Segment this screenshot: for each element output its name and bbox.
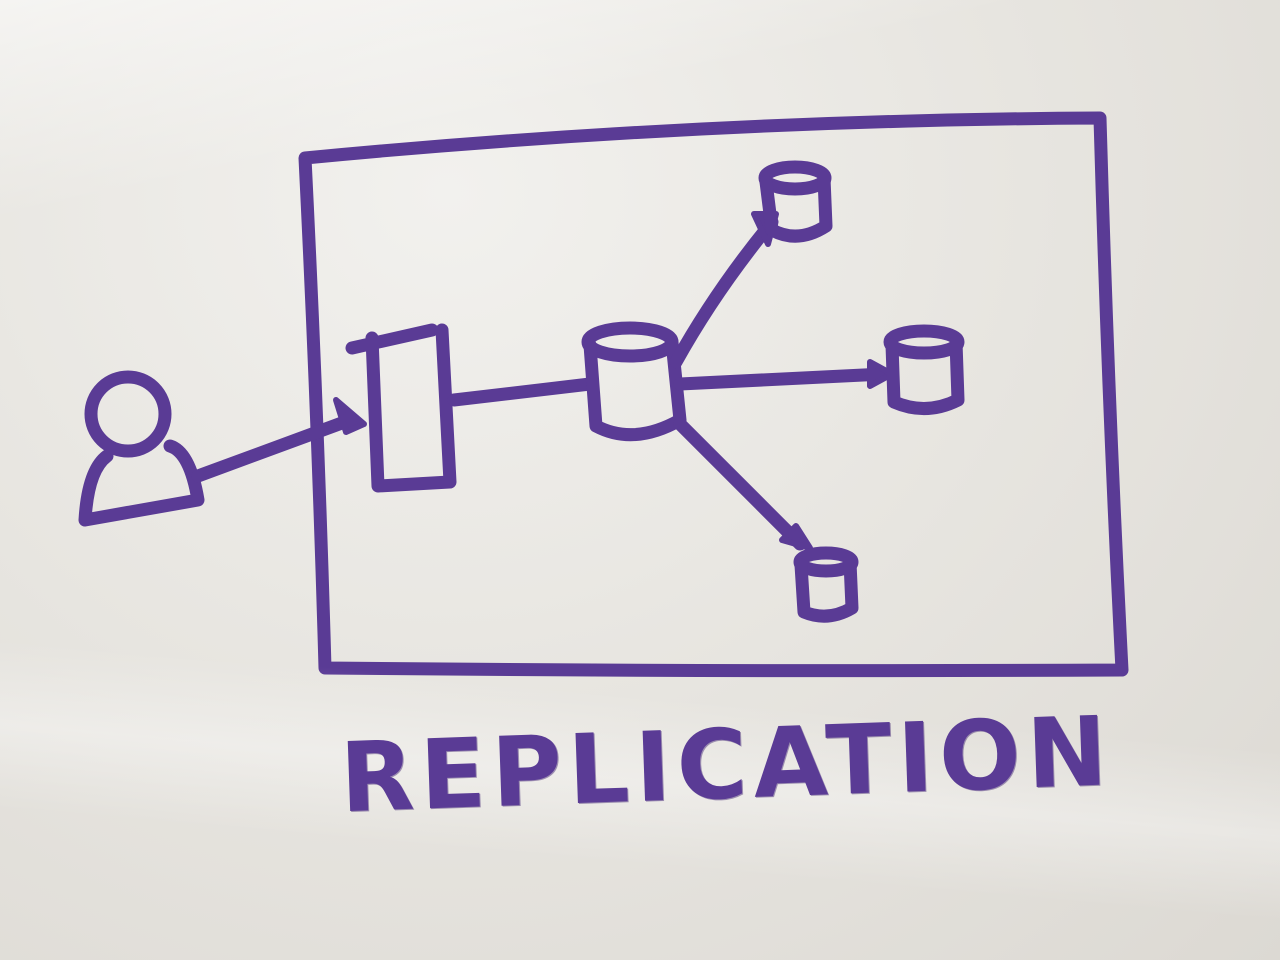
primary-db-cylinder-icon [581,321,687,442]
replica-db-top-cylinder-icon [758,160,833,243]
primary-to-replica-bottom-arrow [673,417,813,551]
replica-db-right-cylinder-icon [883,324,965,416]
primary-to-replica-right-arrow [673,359,895,391]
user-person-icon [78,370,205,527]
primary-to-replica-top-arrow [669,211,779,369]
app-server-box [345,323,457,493]
replica-db-bottom-cylinder-icon [793,546,859,623]
diagram-caption: Replication [338,695,1115,835]
system-boundary-box [298,111,1129,678]
server-to-primary-db-line [447,377,597,407]
user-to-server-arrow [191,397,367,483]
